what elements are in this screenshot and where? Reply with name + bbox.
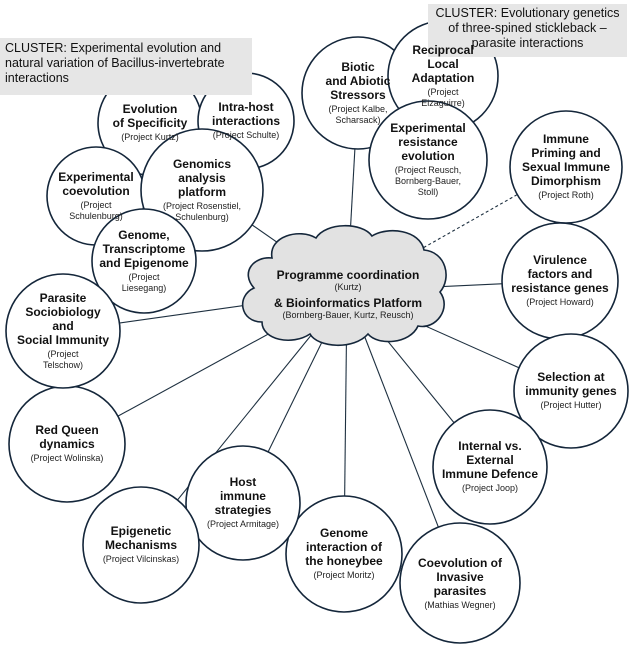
circle-epigenetic-mechanisms bbox=[82, 486, 200, 604]
node-parasite-sociobiology: Parasite Sociobiology and Social Immunit… bbox=[12, 280, 115, 383]
node-epigenetic-mechanisms: Epigenetic Mechanisms(Project Vilcinskas… bbox=[89, 493, 193, 597]
node-title: Experimental resistance evolution bbox=[390, 121, 466, 164]
node-title: Coevolution of Invasive parasites bbox=[418, 555, 502, 598]
node-title: Immune Priming and Sexual Immune Dimorph… bbox=[521, 132, 610, 189]
node-genome-transcriptome-epigenome: Genome, Transcriptome and Epigenome(Proj… bbox=[97, 214, 191, 308]
node-host-immune-strategies: Host immune strategies(Project Armitage) bbox=[192, 452, 295, 555]
hub-subtitle-sub: (Bornberg-Bauer, Kurtz, Reusch) bbox=[282, 310, 414, 320]
circle-genome-transcriptome-epigenome bbox=[91, 208, 197, 314]
circle-selection-immunity-genes bbox=[513, 333, 629, 449]
node-title: Intra-host interactions bbox=[211, 100, 280, 129]
node-project: (Project Roth) bbox=[538, 190, 594, 201]
node-project: (Project Eizaguirre) bbox=[421, 87, 465, 108]
circle-host-immune-strategies bbox=[185, 445, 301, 561]
circle-parasite-sociobiology bbox=[5, 273, 121, 389]
node-genomics-analysis-platform: Genomics analysis platform(Project Rosen… bbox=[147, 135, 257, 245]
cluster-label-stickleback: CLUSTER: Evolutionary genetics of three-… bbox=[428, 4, 627, 57]
node-title: Selection at immunity genes bbox=[525, 370, 617, 399]
node-experimental-resistance-evolution: Experimental resistance evolution(Projec… bbox=[375, 107, 481, 213]
node-title: Biotic and Abiotic Stressors bbox=[325, 59, 391, 102]
node-project: (Project Moritz) bbox=[313, 570, 375, 581]
circle-coevolution-invasive-parasites bbox=[399, 522, 521, 644]
node-project: (Project Schulenburg) bbox=[69, 199, 123, 221]
node-project: (Project Wolinska) bbox=[30, 453, 104, 464]
coordination-cloud bbox=[241, 225, 447, 346]
node-title: Genome interaction of the honeybee bbox=[305, 526, 383, 569]
node-immune-priming: Immune Priming and Sexual Immune Dimorph… bbox=[516, 117, 617, 218]
node-project: (Project Armitage) bbox=[206, 519, 279, 530]
node-genome-honeybee: Genome interaction of the honeybee(Proje… bbox=[292, 502, 396, 606]
node-reciprocal-local-adaptation: Reciprocal Local Adaptation(Project Eiza… bbox=[394, 27, 493, 126]
node-biotic-abiotic-stressors: Biotic and Abiotic Stressors(Project Kal… bbox=[308, 43, 409, 144]
node-experimental-coevolution: Experimental coevolution(Project Schulen… bbox=[52, 152, 140, 240]
node-internal-external-defence: Internal vs. External Immune Defence(Pro… bbox=[439, 416, 542, 519]
circle-genome-honeybee bbox=[285, 495, 403, 613]
node-project: (Project Reusch, Bornberg-Bauer, Stoll) bbox=[394, 165, 462, 198]
node-project: (Project Kalbe, Scharsack) bbox=[328, 103, 388, 125]
node-red-queen-dynamics: Red Queen dynamics(Project Wolinska) bbox=[15, 392, 119, 496]
node-title: Reciprocal Local Adaptation bbox=[411, 43, 475, 85]
node-project: (Project Telschow) bbox=[42, 348, 83, 370]
node-project: (Project Rosenstiel, Schulenburg) bbox=[162, 200, 241, 222]
node-title: Host immune strategies bbox=[214, 475, 272, 518]
node-title: Experimental coevolution bbox=[58, 169, 134, 198]
circle-internal-external-defence bbox=[432, 409, 548, 525]
circle-experimental-resistance-evolution bbox=[368, 100, 488, 220]
hub-title: Programme coordination bbox=[276, 268, 420, 282]
node-project: (Project Vilcinskas) bbox=[102, 554, 180, 565]
node-title: Genome, Transcriptome and Epigenome bbox=[99, 227, 189, 270]
node-title: Genomics analysis platform bbox=[172, 156, 231, 199]
node-virulence-factors: Virulence factors and resistance genes(P… bbox=[508, 229, 612, 333]
node-project: (Project Joop) bbox=[461, 483, 518, 494]
node-title: Virulence factors and resistance genes bbox=[511, 253, 609, 296]
node-title: Internal vs. External Immune Defence bbox=[441, 439, 538, 482]
node-project: (Project Liesegang) bbox=[121, 271, 167, 293]
node-evolution-of-specificity: Evolution of Specificity(Project Kurtz) bbox=[103, 76, 197, 170]
node-project: (Project Schulte) bbox=[212, 130, 280, 141]
node-project: (Project Howard) bbox=[526, 297, 594, 308]
node-title: Parasite Sociobiology and Social Immunit… bbox=[16, 290, 109, 347]
node-project: (Project Kurtz) bbox=[121, 132, 179, 143]
node-title: Red Queen dynamics bbox=[35, 423, 99, 452]
node-title: Evolution of Specificity bbox=[112, 102, 188, 131]
node-intra-host-interactions: Intra-host interactions(Project Schulte) bbox=[203, 78, 289, 164]
node-title: Epigenetic Mechanisms bbox=[104, 524, 177, 553]
hub-title-sub: (Kurtz) bbox=[334, 282, 362, 292]
node-coevolution-invasive-parasites: Coevolution of Invasive parasites(Mathia… bbox=[406, 529, 514, 637]
node-selection-immunity-genes: Selection at immunity genes(Project Hutt… bbox=[520, 340, 623, 443]
hub-subtitle: & Bioinformatics Platform bbox=[273, 296, 423, 310]
node-project: (Mathias Wegner) bbox=[424, 599, 496, 610]
node-project: (Project Hutter) bbox=[540, 400, 602, 411]
hub-label: Programme coordination(Kurtz) & Bioinform… bbox=[246, 256, 450, 330]
cluster-label-bacillus: CLUSTER: Experimental evolution and natu… bbox=[0, 38, 252, 95]
